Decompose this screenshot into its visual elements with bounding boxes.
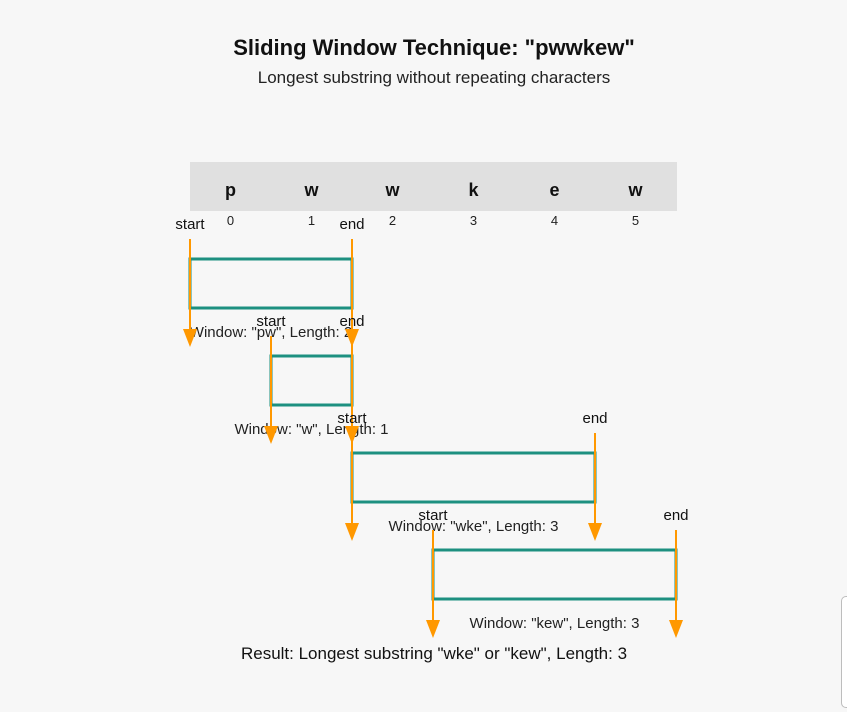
start-pointer: start xyxy=(175,216,205,347)
string-char: w xyxy=(384,180,400,200)
string-char: p xyxy=(225,180,236,200)
start-pointer: start xyxy=(418,507,448,638)
start-pointer-label: start xyxy=(256,313,286,330)
end-pointer-label: end xyxy=(339,216,364,233)
window-caption: Window: "pw", Length: 2 xyxy=(190,324,352,341)
end-pointer-label: end xyxy=(663,507,688,524)
window-box xyxy=(350,451,597,504)
end-pointer-arrowhead xyxy=(588,523,602,541)
string-index: 2 xyxy=(389,213,396,228)
window-box xyxy=(188,257,354,310)
window-box xyxy=(269,354,354,407)
start-pointer-label: start xyxy=(337,410,367,427)
start-pointer-arrowhead xyxy=(264,426,278,444)
start-pointer-arrowhead xyxy=(426,620,440,638)
result-text: Result: Longest substring "wke" or "kew"… xyxy=(241,644,627,663)
string-char: e xyxy=(549,180,559,200)
side-panel-tab[interactable] xyxy=(841,596,847,708)
string-char: k xyxy=(468,180,479,200)
start-pointer: start xyxy=(337,410,367,541)
string-char: w xyxy=(627,180,643,200)
string-index: 4 xyxy=(551,213,558,228)
string-index: 0 xyxy=(227,213,234,228)
end-pointer: end xyxy=(582,410,608,541)
string-char: w xyxy=(303,180,319,200)
window-caption: Window: "kew", Length: 3 xyxy=(470,615,640,632)
start-pointer-arrowhead xyxy=(183,329,197,347)
start-pointer-arrowhead xyxy=(345,523,359,541)
string-index: 1 xyxy=(308,213,315,228)
end-pointer-label: end xyxy=(582,410,607,427)
start-pointer-label: start xyxy=(175,216,205,233)
window-caption: Window: "wke", Length: 3 xyxy=(389,518,559,535)
string-band xyxy=(190,162,677,211)
diagram-subtitle: Longest substring without repeating char… xyxy=(258,68,610,87)
end-pointer-arrowhead xyxy=(669,620,683,638)
end-pointer-label: end xyxy=(339,313,364,330)
end-pointer: end xyxy=(663,507,689,638)
string-index: 3 xyxy=(470,213,477,228)
window-step: Window: "kew", Length: 3 start end xyxy=(418,507,689,638)
string-index: 5 xyxy=(632,213,639,228)
diagram-title: Sliding Window Technique: "pwwkew" xyxy=(233,35,635,60)
start-pointer-label: start xyxy=(418,507,448,524)
start-pointer: start xyxy=(256,313,286,444)
string-row: p 0 w 1 w 2 k 3 e 4 w 5 xyxy=(190,162,677,228)
window-box xyxy=(431,548,678,601)
